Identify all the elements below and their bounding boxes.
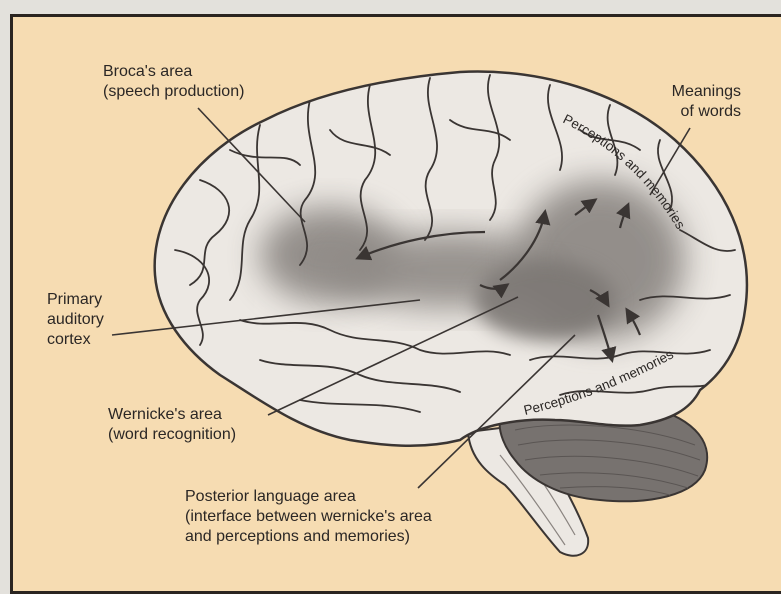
figure-stage: Perceptions and memories Perceptions and… bbox=[0, 0, 781, 578]
wernickes-area-label: Wernicke's area (word recognition) bbox=[108, 405, 236, 445]
posterior-language-area-label: Posterior language area (interface betwe… bbox=[185, 487, 432, 547]
primary-auditory-cortex-label: Primary auditory cortex bbox=[47, 290, 104, 350]
brocas-area-label: Broca's area (speech production) bbox=[103, 62, 244, 102]
meanings-of-words-label: Meanings of words bbox=[645, 82, 741, 122]
